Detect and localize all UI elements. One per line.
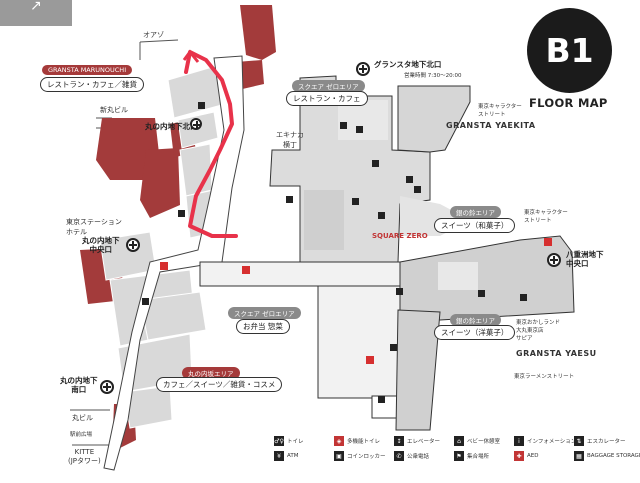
square-zero-tag-north: スクエア ゼロエリア xyxy=(292,80,365,92)
granstra-marunouchi-tag: GRANSTA MARUNOUCHI xyxy=(42,65,133,75)
legend-label: エスカレーター xyxy=(587,439,626,445)
legend-symbol-icon: ⌂ xyxy=(454,436,464,446)
legend-item: ▣コインロッカー xyxy=(334,451,386,461)
legend-label: 多機能トイレ xyxy=(347,439,381,445)
legend-item: ◈多機能トイレ xyxy=(334,436,380,446)
silver-bell-tag-1: 銀の鈴エリア xyxy=(450,206,501,218)
legend-label: AED xyxy=(527,453,539,459)
legend-item: ⇅エスカレーター xyxy=(574,436,626,446)
legend-item: ↕エレベーター xyxy=(394,436,440,446)
exit-north-hours: 営業時間 7:30〜20:00 xyxy=(404,73,462,79)
marubiru-label: 丸ビル xyxy=(72,414,93,422)
ramen-street-label: 東京ラーメンストリート xyxy=(514,374,575,380)
legend-label: インフォメーション xyxy=(527,439,577,445)
legend-item: ⌂ベビー休憩室 xyxy=(454,436,500,446)
square-zero-tag-south: スクエア ゼロエリア xyxy=(228,307,301,319)
legend-symbol-icon: ¥ xyxy=(274,451,284,461)
brand-yaesu-text: GRANSTA YAESU xyxy=(516,349,597,358)
silver-bell-tag-2: 銀の鈴エリア xyxy=(450,314,501,326)
yaesu-street-label: 東京キャラクター ストリート xyxy=(524,210,568,224)
legend-item: ♂♀トイレ xyxy=(274,436,304,446)
legend-symbol-icon: ◈ xyxy=(334,436,344,446)
corner-tab[interactable]: ↗ xyxy=(0,0,72,26)
exit-north-label[interactable]: グランスタ地下北口 xyxy=(374,60,442,69)
exit-yaesu-central-icon xyxy=(547,253,561,267)
exit-marunouchi-north-label[interactable]: 丸の内地下北口 xyxy=(145,122,198,131)
legend-item: ✆公衆電話 xyxy=(394,451,429,461)
legend-label: トイレ xyxy=(287,439,304,445)
marunouchi-restaurant-box[interactable]: レストラン・カフェ／雑貨 xyxy=(40,77,144,92)
exit-marunouchi-central-icon xyxy=(126,238,140,252)
legend-label: BAGGAGE STORAGE xyxy=(587,453,640,459)
brand-yaesu: GRANSTA YAESU xyxy=(516,349,597,358)
ekinaka-label: エキナカ 横丁 xyxy=(276,131,304,149)
oazo-label: オアゾ xyxy=(143,31,164,39)
exit-marunouchi-central-label[interactable]: 丸の内地下 中央口 xyxy=(82,236,120,254)
marunouchi-area-tag: 丸の内坂エリア xyxy=(182,367,240,379)
legend-item: ⚑集合場所 xyxy=(454,451,489,461)
silver-bell-wagashi-box[interactable]: スイーツ（和菓子） xyxy=(434,218,516,233)
square-zero-restaurant-box[interactable]: レストラン・カフェ xyxy=(286,91,368,106)
legend-symbol-icon: ▣ xyxy=(334,451,344,461)
exit-north-icon xyxy=(356,62,370,76)
legend-symbol-icon: i xyxy=(514,436,524,446)
exit-yaesu-central-label[interactable]: 八重洲地下 中央口 xyxy=(566,250,604,268)
floor-badge: B1 xyxy=(527,8,612,93)
legend-label: エレベーター xyxy=(407,439,441,445)
square-zero-bento-box[interactable]: お弁当 惣菜 xyxy=(236,319,290,334)
legend-symbol-icon: ♂♀ xyxy=(274,436,284,446)
legend-label: 公衆電話 xyxy=(407,454,430,460)
brand-yaekita-text: GRANSTA YAEKITA xyxy=(446,121,536,130)
character-street-label: 東京キャラクター ストリート xyxy=(478,104,522,118)
legend-item: ¥ATM xyxy=(274,451,298,461)
legend-label: ATM xyxy=(287,453,299,459)
exit-marunouchi-south-label[interactable]: 丸の内地下 南口 xyxy=(60,376,98,394)
legend-item: ✚AED xyxy=(514,451,538,461)
arrow-icon: ↗ xyxy=(30,0,42,14)
marunouchi-cafe-box[interactable]: カフェ／スイーツ／雑貨・コスメ xyxy=(156,377,283,392)
shin-marubiru-label: 新丸ビル xyxy=(100,106,128,114)
square-zero-logo: SQUARE ZERO xyxy=(372,232,428,240)
floor-map-title: FLOOR MAP xyxy=(529,96,608,110)
legend-item: ▦BAGGAGE STORAGE xyxy=(574,451,640,461)
legend-symbol-icon: ↕ xyxy=(394,436,404,446)
legend-label: コインロッカー xyxy=(347,454,386,460)
legend-symbol-icon: ⚑ xyxy=(454,451,464,461)
brand-yaekita: GRANSTA YAEKITA xyxy=(446,121,536,130)
tokyo-station-hotel-label: 東京ステーション ホテル xyxy=(66,218,122,236)
legend-symbol-icon: ✚ xyxy=(514,451,524,461)
exit-marunouchi-north-icon xyxy=(190,118,202,130)
legend-symbol-icon: ▦ xyxy=(574,451,584,461)
kitte-label: KITTE (JPタワー) xyxy=(68,448,101,465)
plaza-label: 駅前広場 xyxy=(70,432,93,438)
legend-symbol-icon: ✆ xyxy=(394,451,404,461)
legend-symbol-icon: ⇅ xyxy=(574,436,584,446)
okashi-land-label: 東京おかしランド 大丸東京店 サピア xyxy=(516,320,561,342)
silver-bell-yogashi-box[interactable]: スイーツ（洋菓子） xyxy=(434,325,516,340)
legend-label: 集合場所 xyxy=(467,454,490,460)
exit-marunouchi-south-icon xyxy=(100,380,114,394)
legend-label: ベビー休憩室 xyxy=(467,439,501,445)
